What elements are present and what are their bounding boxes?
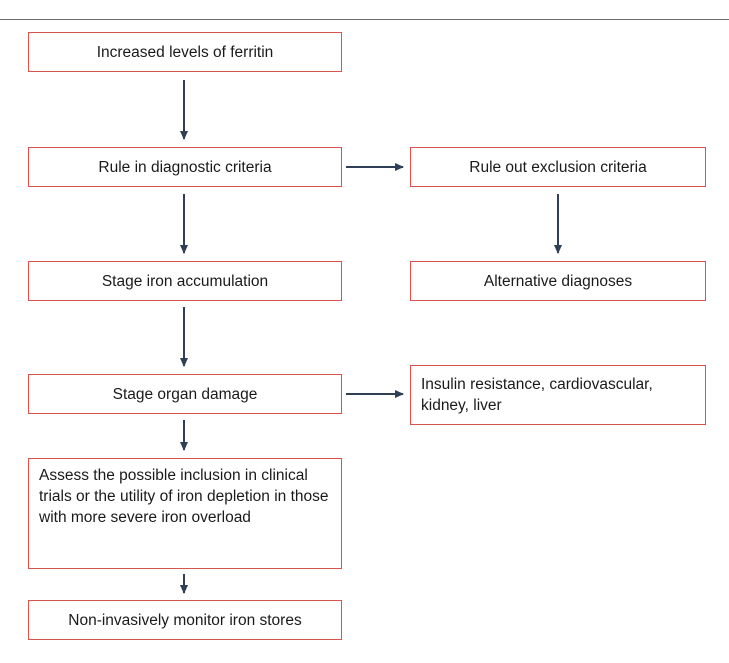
exclusion-criteria-label: Rule out exclusion criteria bbox=[469, 158, 647, 176]
assess-inclusion-label: Assess the possible inclusion in clinica… bbox=[39, 467, 329, 526]
alternative-diagnoses-box: Alternative diagnoses bbox=[410, 261, 706, 301]
alternative-diagnoses-label: Alternative diagnoses bbox=[483, 272, 633, 290]
diagnostic-criteria-label: Rule in diagnostic criteria bbox=[98, 158, 272, 176]
monitor-iron-box: Non-invasively monitor iron stores bbox=[28, 600, 342, 640]
assess-inclusion-box: Assess the possible inclusion in clinica… bbox=[28, 458, 342, 569]
top-rule bbox=[0, 19, 729, 20]
iron-accumulation-box: Stage iron accumulation bbox=[28, 261, 342, 301]
monitor-iron-label: Non-invasively monitor iron stores bbox=[68, 611, 302, 629]
organ-damage-label: Stage organ damage bbox=[112, 385, 258, 403]
organ-damage-box: Stage organ damage bbox=[28, 374, 342, 414]
ferritin-box: Increased levels of ferritin bbox=[28, 32, 342, 72]
insulin-resistance-label: Insulin resistance, cardiovascular, kidn… bbox=[421, 376, 653, 414]
insulin-resistance-box: Insulin resistance, cardiovascular, kidn… bbox=[410, 365, 706, 425]
exclusion-criteria-box: Rule out exclusion criteria bbox=[410, 147, 706, 187]
diagnostic-criteria-box: Rule in diagnostic criteria bbox=[28, 147, 342, 187]
ferritin-label: Increased levels of ferritin bbox=[96, 43, 274, 61]
iron-accumulation-label: Stage iron accumulation bbox=[101, 272, 269, 290]
